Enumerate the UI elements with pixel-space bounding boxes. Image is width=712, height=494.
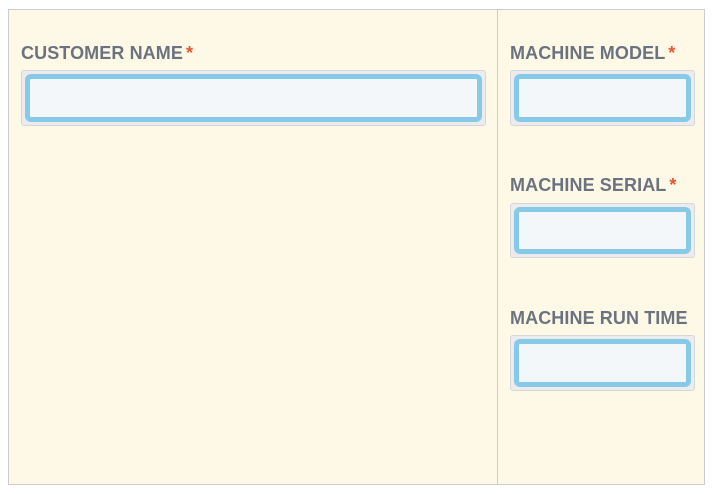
- machine-run-time-input-frame: [510, 335, 695, 391]
- machine-serial-field: MACHINE SERIAL*: [510, 174, 677, 196]
- machine-model-label-text: MACHINE MODEL: [510, 43, 666, 63]
- machine-model-label: MACHINE MODEL*: [510, 42, 675, 64]
- form-panel: CUSTOMER NAME* MACHINE MODEL* MACHINE SE…: [8, 9, 705, 485]
- customer-name-label: CUSTOMER NAME*: [21, 42, 193, 64]
- machine-serial-input[interactable]: [514, 207, 691, 254]
- customer-name-input[interactable]: [25, 74, 482, 122]
- required-marker: *: [669, 175, 677, 195]
- machine-serial-label: MACHINE SERIAL*: [510, 174, 677, 196]
- customer-name-field: CUSTOMER NAME*: [21, 42, 193, 64]
- machine-model-input-frame: [510, 70, 695, 126]
- customer-name-input-frame: [21, 70, 486, 126]
- machine-serial-label-text: MACHINE SERIAL: [510, 175, 667, 195]
- machine-run-time-field: MACHINE RUN TIME: [510, 307, 688, 329]
- machine-run-time-input[interactable]: [514, 339, 691, 387]
- column-divider: [497, 10, 498, 484]
- customer-name-label-text: CUSTOMER NAME: [21, 43, 183, 63]
- machine-run-time-label-text: MACHINE RUN TIME: [510, 308, 688, 328]
- required-marker: *: [668, 43, 676, 63]
- machine-model-field: MACHINE MODEL*: [510, 42, 675, 64]
- machine-run-time-label: MACHINE RUN TIME: [510, 307, 688, 329]
- machine-serial-input-frame: [510, 203, 695, 258]
- machine-model-input[interactable]: [514, 74, 691, 122]
- required-marker: *: [185, 43, 194, 63]
